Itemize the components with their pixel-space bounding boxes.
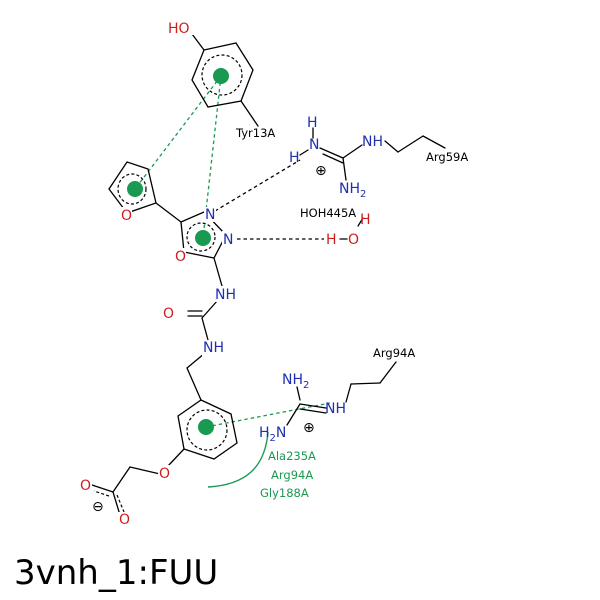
atom-arg59-nh: NH	[362, 134, 383, 150]
carboxyl-o1-bond	[91, 484, 114, 493]
tyr-ca-bond	[240, 100, 259, 127]
atom-ho: HO	[168, 21, 190, 37]
carboxylate-negative-charge: ⊖	[92, 499, 104, 515]
hydrophobic-residue-1: Ala235A	[268, 449, 316, 463]
pi-stacking-lines	[134, 75, 331, 428]
c-nh-bond	[201, 317, 209, 341]
diagram-title: 3vnh_1:FUU	[14, 553, 218, 593]
atom-water-h1: H	[360, 212, 371, 228]
arg94-chain-3	[379, 361, 397, 384]
atom-water-h2: H	[326, 232, 337, 248]
hydrophobic-labels: Ala235A Arg94A Gly188A	[260, 449, 316, 500]
residue-arg59: Arg59A	[426, 150, 468, 164]
atom-arg94-nh: NH	[325, 401, 346, 417]
arg94-chain-1	[345, 383, 352, 403]
atom-labels: HO O N N O NH O NH O O O H H O H N H NH …	[79, 19, 383, 528]
furan-oxadiazole-bond	[155, 202, 182, 223]
atom-arg94-h2n: H2N	[259, 425, 286, 444]
carboxyl-o2-bond	[112, 491, 121, 516]
furan-aromatic	[117, 173, 147, 205]
residue-labels: Tyr13A Arg59A HOH445A Arg94A	[235, 126, 468, 360]
water-h-bond	[357, 217, 364, 227]
arg94-bond-b2	[299, 408, 327, 414]
arg94-bond-a	[296, 386, 301, 401]
ch2-carboxyl-bond	[112, 466, 131, 493]
arg59-bond-a2	[322, 153, 344, 164]
oxadiazole-nh-bond	[213, 257, 223, 287]
charge-symbols: ⊕ ⊕ ⊖	[92, 163, 327, 515]
benzene-aromatic	[186, 409, 228, 451]
residue-arg94: Arg94A	[373, 346, 415, 360]
arg59-bond-a	[319, 147, 344, 159]
atom-nh-lower: NH	[203, 340, 224, 356]
atom-arg59-n-top: N	[309, 137, 319, 153]
arg59-positive-charge: ⊕	[315, 163, 327, 179]
tyr-oh-bond	[191, 33, 205, 51]
atom-oxadiazole-o: O	[175, 249, 186, 265]
ring-centroids	[127, 68, 229, 435]
pi-stack-tyr-furan	[134, 75, 222, 190]
arg59-bond-c	[342, 157, 347, 181]
arg94-bond-c	[286, 403, 301, 426]
arg59-nh-left	[299, 149, 309, 156]
benzene-centroid	[198, 419, 214, 435]
hydrophobic-residue-3: Gly188A	[260, 486, 309, 500]
arg59-chain-2	[397, 135, 424, 153]
benzene-ring	[177, 399, 238, 460]
pi-stack-tyr-oxadiazole	[202, 75, 222, 239]
atom-carboxylate-o2: O	[119, 512, 130, 528]
ch2-ring-bond	[186, 367, 202, 401]
arg94-chain-2	[350, 382, 381, 385]
arg94-positive-charge: ⊕	[303, 420, 315, 436]
ring-ether-bond	[167, 448, 185, 467]
tyr-ring-centroid	[213, 68, 229, 84]
ligand-bonds	[91, 33, 446, 516]
atom-water-o: O	[348, 232, 359, 248]
oxadiazole-aromatic	[186, 222, 216, 252]
atom-arg94-nh2: NH2	[282, 372, 309, 391]
arg59-chain-3	[422, 135, 446, 149]
atom-nh-upper: NH	[215, 287, 236, 303]
ether-ch2-bond	[129, 466, 161, 475]
atom-arg59-h-left: H	[289, 150, 300, 166]
atom-ether-o: O	[159, 466, 170, 482]
residue-tyr13: Tyr13A	[235, 126, 275, 140]
atom-oxadiazole-n1: N	[205, 207, 215, 223]
residue-water: HOH445A	[300, 206, 356, 220]
furan-centroid	[127, 181, 143, 197]
pi-cation-benzene-arg94	[205, 402, 331, 428]
oxadiazole-centroid	[195, 230, 211, 246]
atom-oxadiazole-n2: N	[223, 232, 233, 248]
arg59-bond-b	[342, 144, 363, 159]
furan-ring	[108, 161, 157, 214]
hydrophobic-residue-2: Arg94A	[271, 468, 313, 482]
carboxyl-delocal-1	[93, 490, 110, 497]
nh-c-bond	[201, 299, 219, 319]
hydrophobic-contact-arc	[207, 431, 269, 488]
atom-carboxylate-o1: O	[80, 478, 91, 494]
tyr-ring-aromatic	[201, 54, 243, 96]
arg59-chain-1	[384, 140, 399, 153]
atom-arg59-h-top: H	[307, 115, 318, 131]
hydrogen-bond-lines	[214, 159, 324, 240]
atom-urea-o: O	[163, 306, 174, 322]
oxadiazole-ring	[180, 211, 227, 259]
atom-arg59-nh2: NH2	[339, 181, 366, 200]
atom-furan-o: O	[121, 208, 132, 224]
arg94-bond-b	[299, 403, 327, 409]
hbond-n1-arg59	[214, 159, 301, 212]
